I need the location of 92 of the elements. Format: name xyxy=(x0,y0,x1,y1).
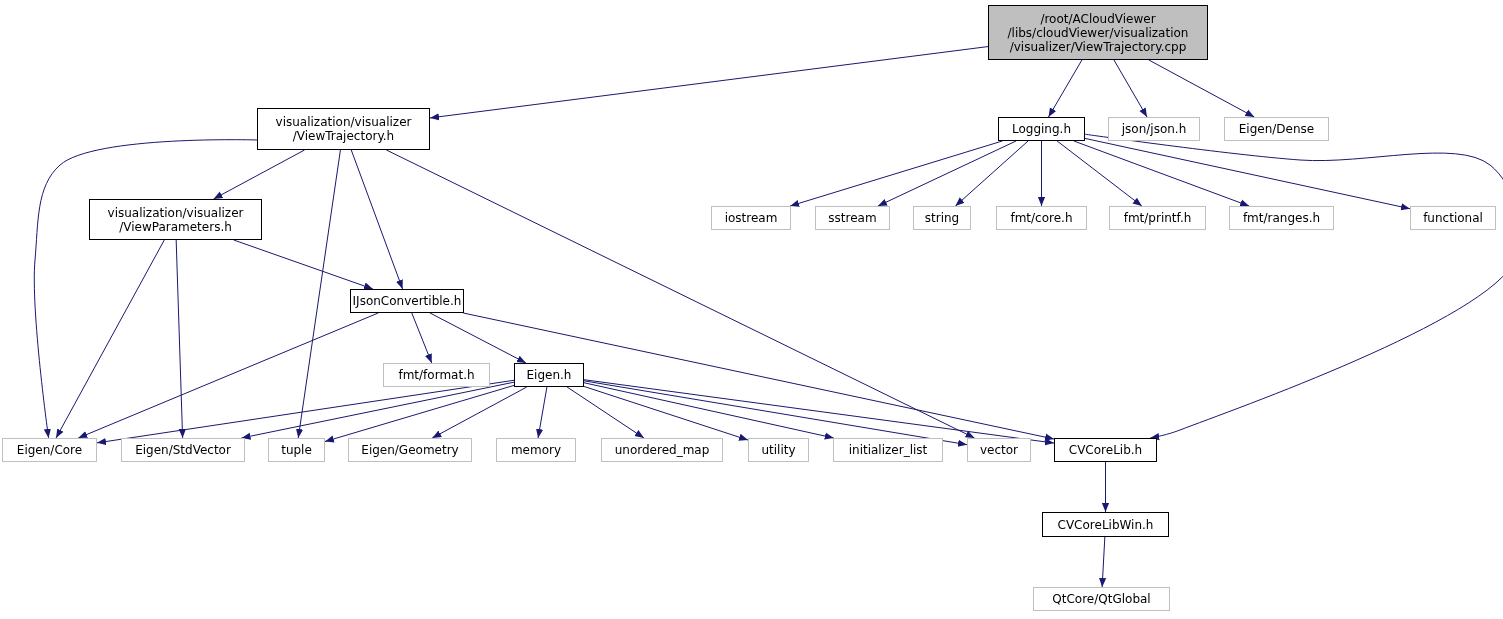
file-box xyxy=(996,206,1087,230)
arrow xyxy=(1084,137,1411,211)
file-name: fmt/core.h xyxy=(1010,211,1073,225)
arrow xyxy=(233,239,374,290)
file-box xyxy=(913,206,971,230)
file-name: string xyxy=(924,211,960,225)
arrow xyxy=(954,140,1029,207)
file-name: unordered_map xyxy=(614,443,710,457)
arrow xyxy=(55,239,165,439)
arrow xyxy=(1099,536,1107,588)
file-box xyxy=(1229,206,1334,230)
arrow xyxy=(1056,140,1143,207)
arrow xyxy=(1084,133,1503,441)
file-name: functional xyxy=(1423,211,1483,225)
arrow xyxy=(175,239,186,439)
file-name: iostream xyxy=(724,211,778,225)
file-box xyxy=(350,289,464,313)
file-box xyxy=(988,5,1208,60)
arrow xyxy=(33,139,258,439)
arrow xyxy=(350,149,404,290)
file-name: memory xyxy=(510,443,562,457)
arrow xyxy=(583,379,1055,446)
arrow xyxy=(583,382,835,440)
arrow xyxy=(877,140,1017,207)
arrow xyxy=(411,312,433,364)
file-box xyxy=(89,199,262,240)
file-name: initializer_list xyxy=(848,443,928,457)
file-name: IJsonConvertible.h xyxy=(352,294,462,308)
file-name: CVCoreLib.h xyxy=(1068,443,1143,457)
file-name: utility xyxy=(761,443,796,457)
file-box xyxy=(748,438,809,462)
file-name: Logging.h xyxy=(1012,122,1071,136)
arrow xyxy=(1101,461,1110,513)
file-box xyxy=(257,108,430,150)
file-name: Eigen/StdVector xyxy=(135,443,231,457)
arrow xyxy=(77,312,379,439)
arrow xyxy=(213,149,305,200)
arrow xyxy=(1037,140,1046,207)
file-name: visualization/visualizer /ViewTrajectory.h xyxy=(274,115,413,143)
file-name: Eigen.h xyxy=(526,368,572,382)
file-box xyxy=(998,117,1085,141)
arrow xyxy=(96,379,515,446)
file-box xyxy=(815,206,890,230)
arrow xyxy=(566,386,645,439)
arrow xyxy=(429,46,989,121)
arrow xyxy=(462,312,1055,441)
arrow xyxy=(789,140,1003,207)
file-box xyxy=(496,438,576,462)
file-box xyxy=(514,363,584,387)
arrow xyxy=(429,312,527,364)
file-box xyxy=(2,438,97,462)
arrow xyxy=(296,149,341,439)
file-box xyxy=(348,438,472,462)
file-name: Eigen/Dense xyxy=(1238,122,1315,136)
arrow xyxy=(431,386,528,439)
file-box xyxy=(1042,512,1169,537)
file-name: visualization/visualizer /ViewParameters.h xyxy=(106,205,245,234)
file-box xyxy=(833,438,943,462)
file-box xyxy=(601,438,723,462)
file-box xyxy=(383,363,490,387)
file-box xyxy=(121,438,245,462)
file-name: sstream xyxy=(828,211,877,225)
arrow xyxy=(324,384,515,443)
file-name: vector xyxy=(979,443,1019,457)
file-box xyxy=(1033,587,1170,611)
file-name: tuple xyxy=(281,443,312,457)
arrow xyxy=(385,149,975,439)
file-box xyxy=(1224,117,1329,141)
file-box xyxy=(967,438,1031,462)
file-name: CVCoreLibWin.h xyxy=(1057,517,1154,532)
file-box xyxy=(1054,438,1157,462)
arrow xyxy=(1148,59,1255,118)
file-name: Eigen/Geometry xyxy=(361,443,459,457)
arrow xyxy=(1048,59,1083,118)
file-box xyxy=(711,206,791,230)
file-box xyxy=(1108,117,1200,141)
arrow xyxy=(1073,140,1250,207)
file-name: fmt/printf.h xyxy=(1123,211,1192,225)
file-name: json/json.h xyxy=(1121,122,1187,136)
file-name: /root/ACloudViewer /libs/cloudViewer/visualization /visualizer/ViewTrajectory.cpp xyxy=(1006,11,1190,54)
file-box xyxy=(268,438,325,462)
arrow xyxy=(1113,59,1148,118)
file-name: QtCore/QtGlobal xyxy=(1052,592,1151,606)
file-box xyxy=(1410,206,1496,230)
arrow xyxy=(536,386,548,439)
file-name: fmt/format.h xyxy=(398,368,475,382)
arrow xyxy=(241,381,515,440)
file-name: Eigen/Core xyxy=(16,443,83,457)
file-name: fmt/ranges.h xyxy=(1242,211,1321,225)
arrow xyxy=(583,385,749,441)
file-box xyxy=(1109,206,1206,230)
arrow xyxy=(583,380,968,447)
